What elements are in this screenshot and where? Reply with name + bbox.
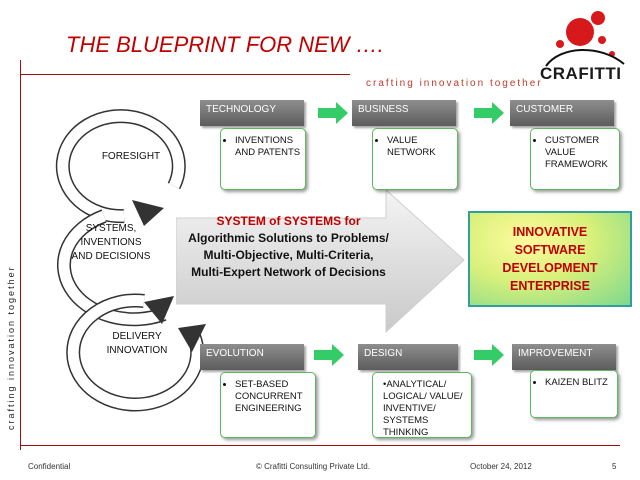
card-design: •ANALYTICAL/ LOGICAL/ VALUE/ INVENTIVE/ …	[372, 372, 472, 438]
system-of-systems-text: SYSTEM of SYSTEMS for Algorithmic Soluti…	[176, 213, 401, 281]
cycle-label-delivery: DELIVERY INNOVATION	[106, 331, 168, 356]
center-title: SYSTEM of SYSTEMS for	[216, 214, 361, 228]
cycle-diagram	[55, 109, 206, 412]
header-customer: CUSTOMER	[510, 100, 614, 126]
center-line-2: Multi-Objective, Multi-Criteria,	[203, 248, 374, 262]
arrow-technology-business	[318, 102, 348, 124]
header-business: BUSINESS	[352, 100, 456, 126]
header-tagline: crafting innovation together	[366, 78, 543, 89]
crafitti-logo-icon	[545, 11, 625, 67]
bullet-customer: CUSTOMER VALUE FRAMEWORK	[545, 135, 615, 171]
central-arrow	[176, 190, 465, 334]
outcome-box: INNOVATIVE SOFTWARE DEVELOPMENT ENTERPRI…	[468, 211, 632, 307]
card-customer: CUSTOMER VALUE FRAMEWORK	[530, 128, 620, 190]
bullet-design: •ANALYTICAL/ LOGICAL/ VALUE/ INVENTIVE/ …	[383, 379, 463, 438]
title-underline	[20, 74, 350, 75]
header-design: DESIGN	[358, 344, 458, 370]
footer-rule	[20, 445, 620, 446]
header-improvement: IMPROVEMENT	[512, 344, 616, 370]
header-technology: TECHNOLOGY	[200, 100, 304, 126]
card-improvement: KAIZEN BLITZ	[530, 370, 618, 418]
center-line-3: Multi-Expert Network of Decisions	[191, 265, 386, 279]
bullet-improvement: KAIZEN BLITZ	[545, 377, 613, 389]
outcome-line-1: INNOVATIVE	[512, 225, 588, 239]
header-evolution: EVOLUTION	[200, 344, 304, 370]
outcome-line-3: DEVELOPMENT	[502, 261, 598, 275]
left-rule	[20, 60, 21, 450]
footer-copyright: © Crafitti Consulting Private Ltd.	[256, 462, 370, 471]
cycle-label-systems: SYSTEMS, INVENTIONS AND DECISIONS	[71, 223, 151, 262]
bullet-technology: INVENTIONS AND PATENTS	[235, 135, 301, 159]
cycle-label-foresight: FORESIGHT	[101, 151, 161, 162]
arrow-business-customer	[474, 102, 504, 124]
card-evolution: SET-BASED CONCURRENT ENGINEERING	[220, 372, 316, 438]
bullet-business: VALUE NETWORK	[387, 135, 453, 159]
footer-date: October 24, 2012	[470, 462, 532, 471]
brand-name: CRAFITTI	[540, 64, 622, 83]
card-technology: INVENTIONS AND PATENTS	[220, 128, 306, 190]
footer-confidential: Confidential	[28, 462, 71, 471]
bullet-evolution: SET-BASED CONCURRENT ENGINEERING	[235, 379, 311, 415]
page-title: THE BLUEPRINT FOR NEW ….	[66, 32, 384, 57]
outcome-line-4: ENTERPRISE	[510, 279, 590, 293]
center-line-1: Algorithmic Solutions to Problems/	[188, 231, 389, 245]
footer-page-number: 5	[612, 462, 617, 471]
arrow-design-improvement	[474, 344, 504, 366]
outcome-line-2: SOFTWARE	[514, 243, 586, 257]
arrow-evolution-design	[314, 344, 344, 366]
card-business: VALUE NETWORK	[372, 128, 458, 190]
